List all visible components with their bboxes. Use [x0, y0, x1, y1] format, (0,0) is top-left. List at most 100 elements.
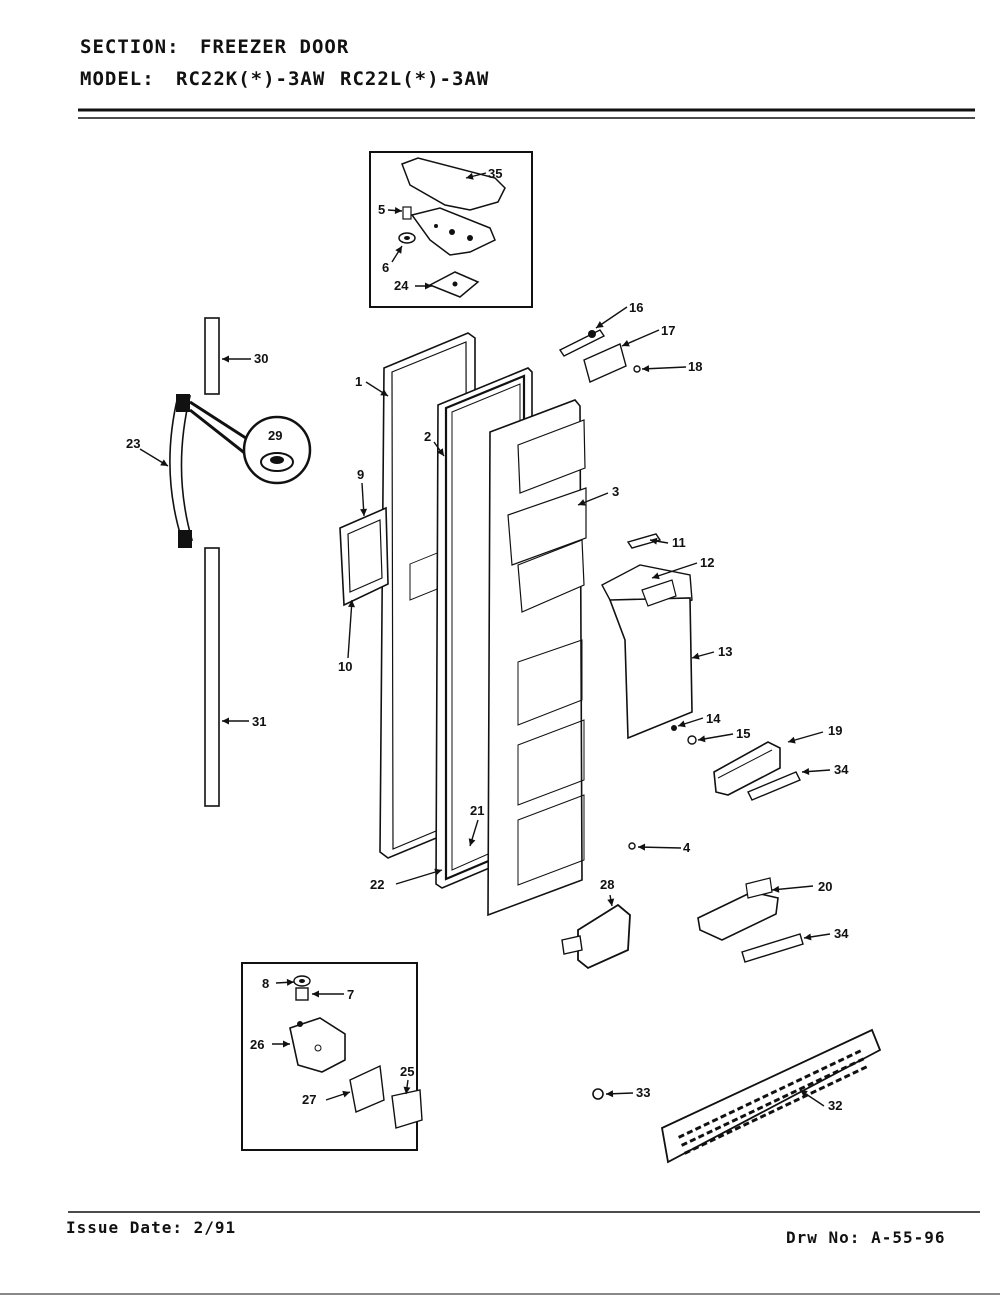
label-35: 35 [488, 166, 502, 181]
label-14: 14 [706, 711, 721, 726]
door-handle [169, 394, 194, 548]
grille-slot [703, 1121, 710, 1127]
grille-slot [759, 1113, 767, 1119]
label-2: 2 [424, 429, 431, 444]
grille-slot [745, 1101, 752, 1107]
label-16: 16 [629, 300, 643, 315]
grille-slots [678, 1049, 868, 1155]
grille-slot [784, 1101, 792, 1107]
label-24: 24 [394, 278, 409, 293]
label-13: 13 [718, 644, 732, 659]
grille-slot [840, 1065, 848, 1071]
grille-slot [812, 1069, 820, 1075]
grille-slot [857, 1057, 865, 1063]
door-shelf-upper [713, 741, 781, 796]
label-22: 22 [370, 877, 384, 892]
grille-slot [700, 1141, 708, 1147]
grille-slot [709, 1137, 716, 1143]
grille-slot [807, 1081, 814, 1087]
grille-slot [753, 1097, 761, 1103]
grille-slot [681, 1141, 688, 1147]
trim-strip-bottom [204, 547, 220, 807]
leader-arrowhead [678, 720, 686, 728]
grille-slot [829, 1061, 837, 1067]
label-17: 17 [661, 323, 675, 338]
door-inner-liner [487, 399, 587, 917]
label-23: 23 [126, 436, 140, 451]
label-12: 12 [700, 555, 714, 570]
label-11: 11 [672, 535, 686, 550]
model-value-1: RC22K(*)-3AW [176, 68, 326, 90]
screw-4 [628, 842, 636, 850]
screw-33 [592, 1088, 604, 1100]
leader-arrowhead [394, 207, 402, 214]
leader-arrowhead [222, 717, 229, 725]
leader-arrowhead [312, 990, 319, 998]
grille-slot [739, 1113, 747, 1119]
leader-arrowhead [596, 321, 604, 328]
leader-arrowhead [642, 365, 650, 373]
label-29: 29 [268, 428, 282, 443]
leader-arrowhead [638, 843, 646, 851]
grille-slot [742, 1121, 750, 1127]
grille-slot [795, 1077, 803, 1083]
leader-arrowhead [652, 572, 660, 580]
lower-hinge-inset-box [241, 962, 418, 1151]
leader-arrowhead [650, 537, 658, 545]
grille-slot [765, 1101, 772, 1107]
label-9: 9 [357, 467, 364, 482]
label-1: 1 [355, 374, 362, 389]
dispenser-panel-frame [339, 506, 389, 607]
label-3: 3 [612, 484, 619, 499]
leader-arrowhead [578, 499, 586, 506]
grille-slot [720, 1113, 727, 1119]
label-4: 4 [683, 840, 691, 855]
label-26: 26 [250, 1037, 264, 1052]
leader-arrowhead [342, 1090, 350, 1098]
grille-slot [773, 1097, 781, 1103]
leader-arrowhead [607, 898, 615, 906]
label-31: 31 [252, 714, 266, 729]
label-7: 7 [347, 987, 354, 1002]
grille-slot [692, 1145, 700, 1151]
leader-arrowhead [772, 885, 780, 893]
grille-slot [736, 1105, 744, 1111]
leader-arrowhead [800, 1090, 808, 1097]
grille-slot [711, 1117, 719, 1123]
grille-slot [748, 1109, 755, 1115]
grille-slot [854, 1049, 862, 1055]
section-label: SECTION: [80, 36, 180, 58]
grille-slot [731, 1117, 739, 1123]
label-21: 21 [470, 803, 484, 818]
label-33: 33 [636, 1085, 650, 1100]
grille-slot [756, 1105, 764, 1111]
screw-15 [687, 735, 697, 745]
label-18: 18 [688, 359, 702, 374]
kickplate-grille [660, 1028, 882, 1164]
grille-slot [781, 1093, 789, 1099]
grille-slot [826, 1081, 834, 1087]
leader-arrowhead [466, 172, 474, 180]
grille-slot [717, 1133, 725, 1139]
lower-hinge-parts [289, 975, 423, 1129]
label-30: 30 [254, 351, 268, 366]
grille-slot [835, 1077, 843, 1083]
drawing-number: Drw No: A-55-96 [786, 1228, 946, 1247]
grille-slot [723, 1121, 730, 1127]
leader-arrowhead [788, 736, 796, 744]
grille-slot [810, 1089, 817, 1095]
label-34a: 34 [834, 762, 849, 777]
grille-slot [832, 1069, 840, 1075]
label-6: 6 [382, 260, 389, 275]
leader-arrowhead [360, 508, 368, 516]
label-5: 5 [378, 202, 385, 217]
leader-arrowhead [160, 459, 168, 466]
grille-slot [849, 1061, 856, 1067]
leader-line [347, 599, 353, 659]
leader-arrowhead [802, 768, 810, 775]
grille-slot [706, 1129, 713, 1135]
leader-arrowhead [395, 246, 402, 254]
hinge-inset-box [369, 151, 533, 308]
grille-slot [778, 1085, 786, 1091]
leader-arrowhead [622, 340, 630, 347]
